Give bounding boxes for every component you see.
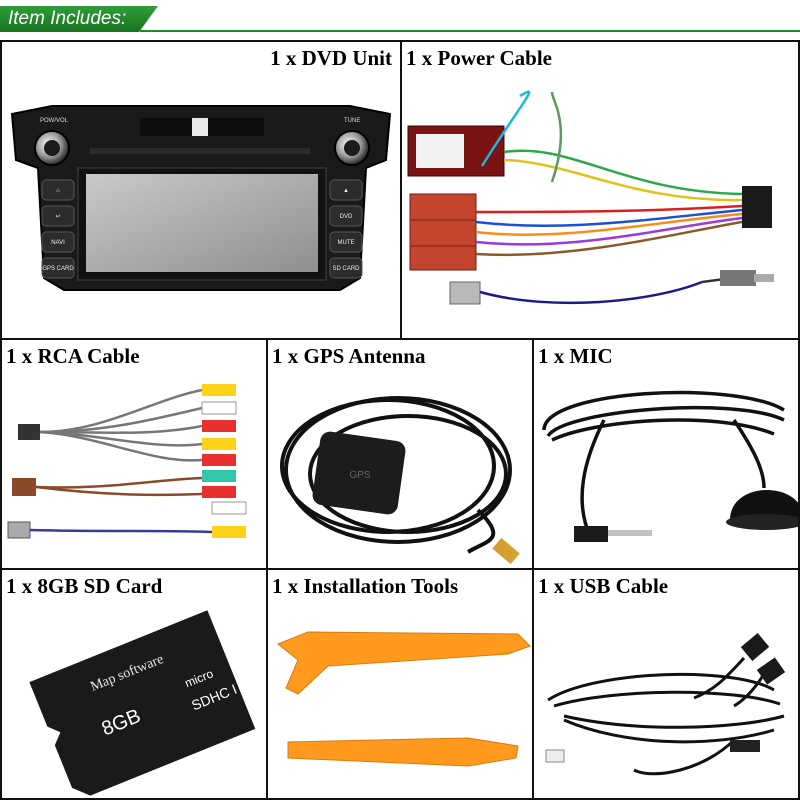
dvd-button-sd: SD CARD: [332, 266, 360, 272]
dvd-button-dvd: DVD: [340, 214, 353, 220]
item-label: 1 x DVD Unit: [270, 46, 392, 70]
sd-card-image: Map software 8GB micro SDHC I: [29, 610, 256, 796]
power-cable-image: [407, 90, 774, 305]
item-label: 1 x RCA Cable: [6, 344, 140, 368]
item-label: 1 x USB Cable: [538, 574, 669, 598]
item-installation-tools: 1 x Installation Tools: [266, 568, 534, 800]
item-label: 1 x GPS Antenna: [272, 344, 426, 368]
knob-label-right: TUNE: [344, 118, 360, 124]
item-dvd-unit: 1 x DVD Unit POW/VOL TUNE: [0, 40, 402, 340]
item-label: 1 x 8GB SD Card: [6, 574, 163, 598]
gps-puck-text: GPS: [349, 470, 370, 481]
usb-cable-image: [545, 633, 786, 776]
header-banner: Item Includes:: [0, 0, 800, 40]
item-power-cable: 1 x Power Cable: [400, 40, 800, 340]
dvd-button-mute: MUTE: [338, 240, 355, 246]
mic-image: [542, 390, 798, 542]
item-rca-cable: 1 x RCA Cable: [0, 338, 268, 570]
dvd-button-back: ↩: [55, 214, 60, 220]
dvd-button-home: ⌂: [56, 188, 60, 194]
item-label: 1 x Power Cable: [406, 46, 553, 70]
dvd-button-navi: NAVI: [51, 240, 65, 246]
dvd-button-eject: ▲: [343, 188, 349, 194]
item-usb-cable: 1 x USB Cable: [532, 568, 800, 800]
item-sd-card: 1 x 8GB SD Card Map software 8GB micro S…: [0, 568, 268, 800]
item-label: 1 x Installation Tools: [272, 574, 459, 598]
rca-cable-image: [7, 384, 247, 539]
dvd-unit-image: POW/VOL TUNE ⌂ ↩ NAVI GPS CARD ▲ DVD MUT…: [10, 105, 392, 291]
item-mic: 1 x MIC: [532, 338, 800, 570]
knob-label-left: POW/VOL: [40, 118, 69, 124]
items-grid: 1 x DVD Unit POW/VOL TUNE: [0, 40, 800, 800]
installation-tools-image: [277, 631, 531, 767]
header-title: Item Includes:: [8, 8, 127, 29]
dvd-button-gps: GPS CARD: [42, 266, 74, 272]
header-rule: [140, 30, 800, 32]
gps-antenna-image: GPS: [280, 396, 520, 565]
header-tab: [0, 6, 158, 32]
item-gps-antenna: 1 x GPS Antenna GPS: [266, 338, 534, 570]
item-label: 1 x MIC: [538, 344, 613, 368]
